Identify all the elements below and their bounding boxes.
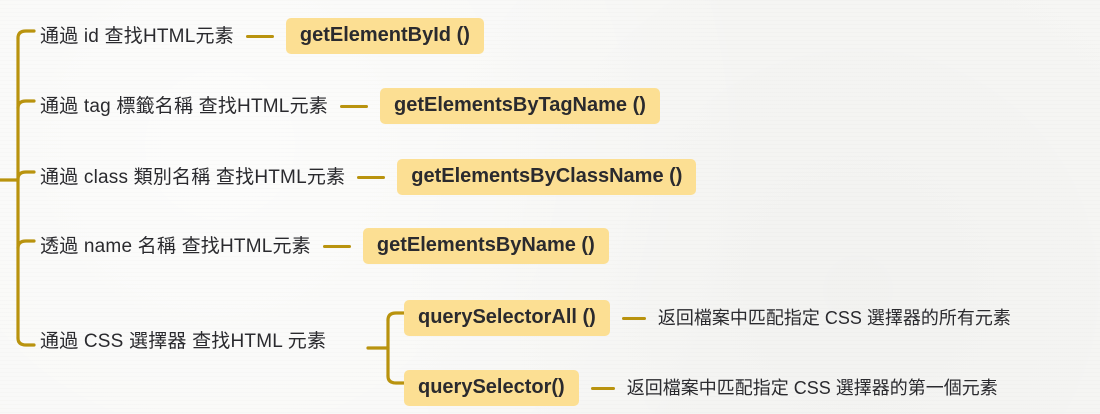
method-pill-by-tag[interactable]: getElementsByTagName () — [379, 88, 660, 124]
branch-stub-by-class — [16, 170, 36, 181]
branch-row-by-id[interactable]: 通過 id 查找HTML元素 getElementById () — [40, 18, 484, 54]
sub-branch-row-query-selector-all[interactable]: querySelectorAll () 返回檔案中匹配指定 CSS 選擇器的所有… — [404, 300, 1011, 336]
css-sub-branch-first — [386, 374, 406, 385]
method-pill-by-class[interactable]: getElementsByClassName () — [397, 159, 697, 195]
branch-label-by-id: 通過 id 查找HTML元素 — [40, 25, 234, 47]
branch-row-by-tag[interactable]: 通過 tag 標籤名稱 查找HTML元素 getElementsByTagNam… — [40, 88, 660, 124]
branch-row-by-class[interactable]: 通過 class 類別名稱 查找HTML元素 getElementsByClas… — [40, 159, 697, 195]
description-query-selector: 返回檔案中匹配指定 CSS 選擇器的第一個元素 — [626, 378, 998, 398]
method-pill-by-name[interactable]: getElementsByName () — [362, 228, 609, 264]
connector-dash-by-class — [357, 175, 386, 179]
connector-dash-by-id — [245, 34, 274, 38]
branch-stub-by-css — [16, 336, 36, 347]
branch-label-by-class: 通過 class 類別名稱 查找HTML元素 — [40, 166, 346, 188]
connector-dash-by-tag — [339, 104, 368, 108]
branch-row-by-css[interactable]: 通過 CSS 選擇器 查找HTML 元素 — [40, 332, 326, 351]
connector-dash-query-selector — [590, 386, 615, 390]
css-sub-branch-all — [386, 311, 406, 322]
branch-stub-by-tag — [16, 99, 36, 110]
connector-dash-by-name — [322, 244, 351, 248]
connector-dash-query-selector-all — [621, 316, 646, 320]
branch-label-by-css: 通過 CSS 選擇器 查找HTML 元素 — [40, 331, 327, 352]
method-pill-by-id[interactable]: getElementById () — [285, 18, 484, 54]
description-query-selector-all: 返回檔案中匹配指定 CSS 選擇器的所有元素 — [657, 308, 1011, 328]
branch-stub-by-name — [16, 239, 36, 250]
sub-branch-row-query-selector[interactable]: querySelector() 返回檔案中匹配指定 CSS 選擇器的第一個元素 — [404, 370, 998, 406]
method-pill-query-selector[interactable]: querySelector() — [404, 370, 579, 406]
method-pill-query-selector-all[interactable]: querySelectorAll () — [404, 300, 610, 336]
branch-label-by-tag: 通過 tag 標籤名稱 查找HTML元素 — [40, 95, 328, 117]
branch-row-by-name[interactable]: 透過 name 名稱 查找HTML元素 getElementsByName () — [40, 228, 609, 264]
branch-label-by-name: 透過 name 名稱 查找HTML元素 — [40, 235, 311, 257]
branch-stub-by-id — [16, 29, 36, 40]
